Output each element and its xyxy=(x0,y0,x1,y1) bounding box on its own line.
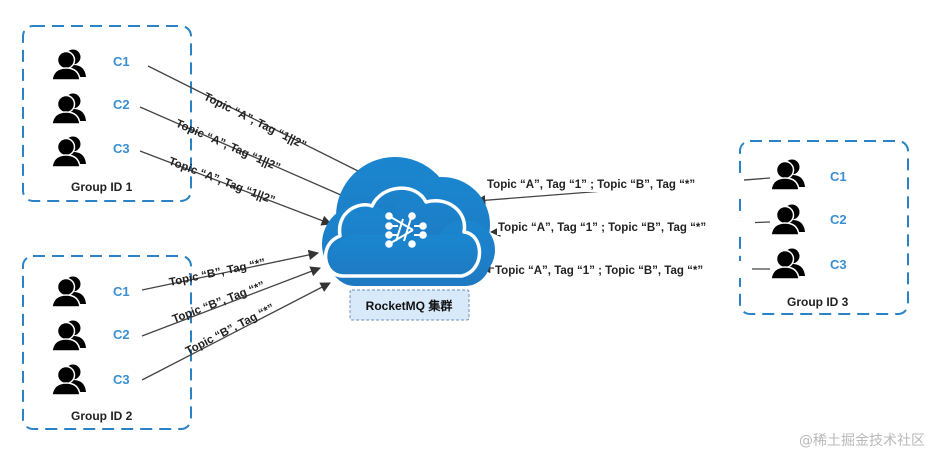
edge-label-background xyxy=(494,261,752,278)
edge-label-background xyxy=(497,218,755,235)
group-2-edges: Topic “B”, Tag “*” Topic “B”, Tag “*” To… xyxy=(141,249,331,381)
user-icon xyxy=(51,319,87,352)
edge-label: Topic “A”, Tag “1” ; Topic “B”, Tag “*” xyxy=(487,179,695,191)
client-label: C2 xyxy=(830,212,847,227)
group-3: C1 C2 C3 Group ID 3 xyxy=(739,140,909,315)
user-icon xyxy=(51,48,87,81)
group-3-edges: Topic “A”, Tag “1” ; Topic “B”, Tag “*” … xyxy=(474,175,771,278)
user-icon xyxy=(51,363,87,396)
edge-label-background xyxy=(486,175,744,192)
client-label: C3 xyxy=(113,372,130,387)
user-icon xyxy=(770,158,806,191)
group-title: Group ID 2 xyxy=(71,409,133,423)
subscription-arrow xyxy=(141,249,320,291)
watermark: @稀土掘金技术社区 xyxy=(799,433,925,449)
client-label: C1 xyxy=(830,169,847,184)
user-icon xyxy=(51,135,87,168)
group-title: Group ID 1 xyxy=(71,180,133,194)
subscription-arrow xyxy=(139,150,332,226)
group-title: Group ID 3 xyxy=(787,295,849,309)
group-3-box xyxy=(739,140,909,315)
cluster-label-badge: RocketMQ 集群 xyxy=(349,289,470,321)
subscription-arrow xyxy=(147,65,379,182)
cluster-label: RocketMQ 集群 xyxy=(366,298,453,313)
group-1-box xyxy=(22,25,192,202)
subscription-arrow xyxy=(139,106,351,201)
client-label: C1 xyxy=(113,54,130,69)
subscription-arrow xyxy=(141,266,321,337)
user-icon xyxy=(51,275,87,308)
group-2: C1 C2 C3 Group ID 2 xyxy=(22,255,192,430)
user-icon xyxy=(51,92,87,125)
message-queue-icon xyxy=(385,212,427,248)
edge-label: Topic “A”, Tag “1” ; Topic “B”, Tag “*” xyxy=(495,265,703,277)
client-label: C2 xyxy=(113,97,130,112)
client-label: C1 xyxy=(113,284,130,299)
group-2-box xyxy=(22,255,192,430)
user-icon xyxy=(770,203,806,236)
user-icon xyxy=(770,247,806,280)
subscription-arrow xyxy=(141,282,331,381)
client-label: C3 xyxy=(113,141,130,156)
group-1: C1 C2 C3 Group ID 1 xyxy=(22,25,192,202)
client-label: C3 xyxy=(830,257,847,272)
rocketmq-cluster-cloud-icon xyxy=(322,157,495,286)
client-label: C2 xyxy=(113,327,130,342)
edge-label: Topic “A”, Tag “1” ; Topic “B”, Tag “*” xyxy=(498,222,706,234)
